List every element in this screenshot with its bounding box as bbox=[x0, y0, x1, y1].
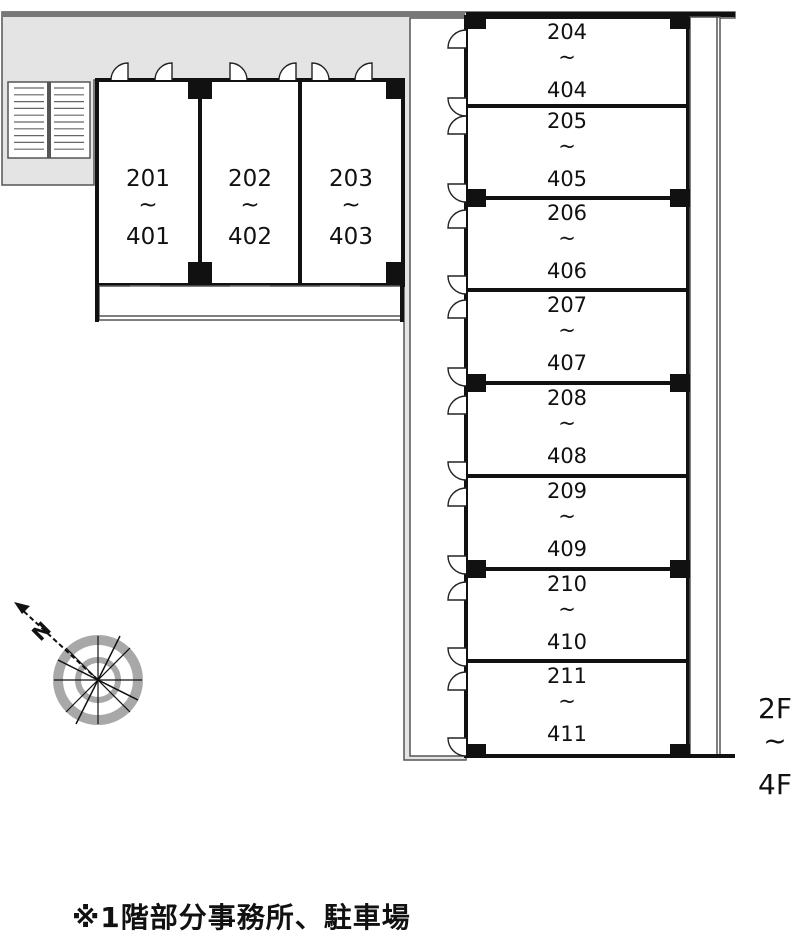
door-swing-icon bbox=[447, 275, 467, 295]
right-unit-from: 209 bbox=[547, 479, 587, 503]
right-unit-to: 408 bbox=[547, 444, 587, 468]
left-unit-from: 203 bbox=[329, 166, 373, 192]
door-swing-icons bbox=[110, 29, 467, 757]
right-unit-to: 410 bbox=[547, 630, 587, 654]
door-swing-icon bbox=[278, 62, 297, 81]
column-post bbox=[466, 744, 486, 756]
right-unit-from: 205 bbox=[547, 109, 587, 133]
column-post bbox=[466, 374, 486, 392]
floor-from: 2F bbox=[758, 692, 792, 725]
left-unit-sep: ~ bbox=[240, 192, 259, 218]
left-block bbox=[95, 78, 405, 322]
door-swing-icon bbox=[354, 62, 373, 81]
left-unit-from: 202 bbox=[228, 166, 272, 192]
door-swing-icon bbox=[447, 555, 467, 575]
right-unit-to: 407 bbox=[547, 351, 587, 375]
right-unit-from: 206 bbox=[547, 201, 587, 225]
door-swing-icon bbox=[447, 183, 467, 203]
column-post bbox=[670, 374, 690, 392]
right-unit-sep: ~ bbox=[558, 689, 576, 713]
left-unit-sep: ~ bbox=[138, 192, 157, 218]
left-unit-sep: ~ bbox=[341, 192, 360, 218]
column-post bbox=[466, 560, 486, 578]
column-post bbox=[466, 17, 486, 29]
compass-icon: N bbox=[14, 602, 143, 725]
door-swing-icon bbox=[447, 671, 467, 691]
column-post bbox=[670, 17, 690, 29]
door-swing-icon bbox=[447, 647, 467, 667]
right-block bbox=[464, 12, 735, 758]
right-unit-sep: ~ bbox=[558, 318, 576, 342]
floor-range-label: 2F ~ 4F bbox=[758, 692, 792, 801]
stairs-icon bbox=[7, 81, 91, 159]
floor-sep: ~ bbox=[763, 724, 786, 757]
footnote: ※1階部分事務所、駐車場 bbox=[72, 901, 411, 934]
right-unit-sep: ~ bbox=[558, 504, 576, 528]
door-swing-icon bbox=[447, 367, 467, 387]
column-post bbox=[670, 189, 690, 207]
door-swing-icon bbox=[447, 395, 467, 415]
right-unit-to: 405 bbox=[547, 167, 587, 191]
door-swing-icon bbox=[447, 97, 467, 117]
door-swing-icon bbox=[447, 487, 467, 507]
left-unit-to: 403 bbox=[329, 224, 373, 250]
door-swing-icon bbox=[447, 115, 467, 135]
door-swing-icon bbox=[447, 461, 467, 481]
north-label: N bbox=[27, 617, 56, 646]
right-unit-sep: ~ bbox=[558, 226, 576, 250]
right-unit-to: 411 bbox=[547, 722, 587, 746]
right-unit-to: 406 bbox=[547, 259, 587, 283]
door-swing-icon bbox=[447, 737, 467, 757]
right-unit-to: 409 bbox=[547, 537, 587, 561]
right-unit-from: 208 bbox=[547, 386, 587, 410]
right-unit-sep: ~ bbox=[558, 45, 576, 69]
right-unit-sep: ~ bbox=[558, 411, 576, 435]
door-swing-icon bbox=[447, 581, 467, 601]
left-unit-from: 201 bbox=[126, 166, 170, 192]
right-unit-to: 404 bbox=[547, 78, 587, 102]
column-post bbox=[670, 560, 690, 578]
right-unit-from: 207 bbox=[547, 293, 587, 317]
door-swing-icon bbox=[110, 62, 129, 81]
right-unit-sep: ~ bbox=[558, 134, 576, 158]
left-unit-to: 402 bbox=[228, 224, 272, 250]
door-swing-icon bbox=[447, 29, 467, 49]
right-unit-from: 211 bbox=[547, 664, 587, 688]
column-post bbox=[466, 189, 486, 207]
right-unit-from: 204 bbox=[547, 20, 587, 44]
right-unit-sep: ~ bbox=[558, 597, 576, 621]
door-swing-icon bbox=[447, 299, 467, 319]
column-post bbox=[670, 744, 690, 756]
floor-to: 4F bbox=[758, 768, 792, 801]
door-swing-icon bbox=[229, 62, 248, 81]
door-swing-icon bbox=[447, 209, 467, 229]
door-swing-icon bbox=[154, 62, 173, 81]
door-swing-icon bbox=[311, 62, 330, 81]
left-unit-to: 401 bbox=[126, 224, 170, 250]
right-unit-from: 210 bbox=[547, 572, 587, 596]
